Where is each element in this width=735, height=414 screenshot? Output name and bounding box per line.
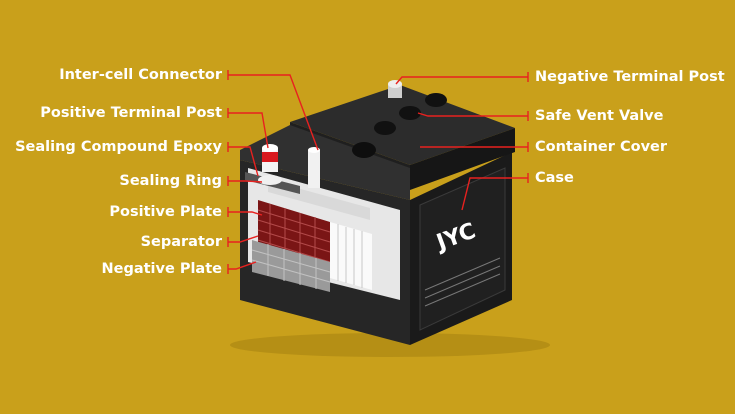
- battery-shadow: [230, 333, 550, 357]
- label-inter-cell-connector: Inter-cell Connector: [59, 67, 222, 83]
- label-container-cover: Container Cover: [535, 139, 668, 155]
- positive-terminal-top: [262, 144, 278, 152]
- label-sealing-compound-epoxy: Sealing Compound Epoxy: [15, 139, 222, 155]
- label-positive-terminal-post: Positive Terminal Post: [40, 105, 222, 121]
- label-sealing-ring: Sealing Ring: [119, 173, 222, 189]
- leader-ticks: [227, 70, 529, 274]
- leader-lines-left: [228, 74, 319, 270]
- sealing-ring: [258, 175, 282, 185]
- label-case: Case: [535, 170, 574, 186]
- label-separator: Separator: [140, 234, 222, 250]
- label-positive-plate: Positive Plate: [109, 204, 222, 220]
- negative-plate: [252, 240, 330, 292]
- negative-terminal-top: [388, 80, 402, 88]
- positive-terminal-red-ring: [262, 152, 278, 162]
- cover-right: [410, 128, 515, 190]
- vent-cap: [374, 121, 396, 135]
- lid-rim: [240, 125, 410, 200]
- leader-lines-right: [395, 76, 528, 211]
- label-safe-vent-valve: Safe Vent Valve: [535, 108, 664, 124]
- label-negative-terminal-post: Negative Terminal Post: [535, 69, 725, 85]
- inter-cell-post-top: [308, 147, 320, 153]
- separator-lines: [337, 224, 363, 288]
- cover-top: [290, 85, 515, 165]
- negative-terminal-post: [388, 84, 402, 98]
- inter-cell-post: [308, 150, 320, 188]
- case-label-panel: [419, 167, 506, 331]
- negative-plate-grid: [251, 244, 331, 289]
- vent-cap: [399, 106, 421, 120]
- vent-cap: [352, 142, 376, 158]
- vent-cap: [425, 93, 447, 107]
- case-label-text-lines: [424, 257, 501, 307]
- label-negative-plate: Negative Plate: [101, 261, 222, 277]
